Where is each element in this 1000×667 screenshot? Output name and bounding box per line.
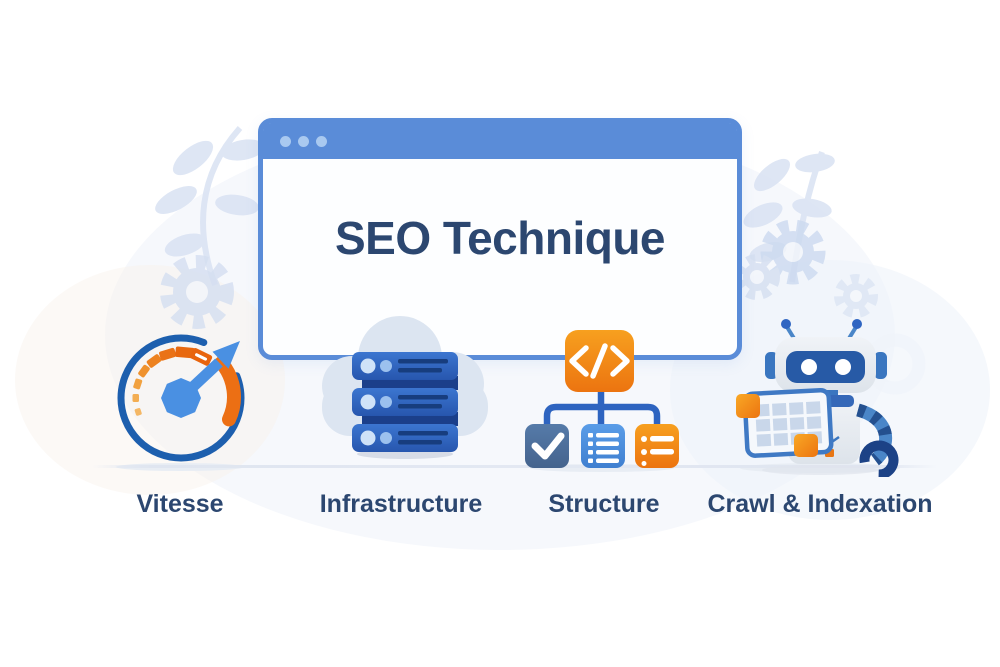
- server-stack-icon: [322, 316, 488, 459]
- gauge-needle: [161, 341, 240, 418]
- robot-claw: [859, 440, 899, 477]
- pillar-label-crawl-indexation: Crawl & Indexation: [707, 490, 933, 518]
- speedometer-icon: [117, 334, 245, 462]
- gear-decor-left: [160, 255, 234, 329]
- index-chip-icon: [736, 394, 760, 418]
- pillar-label-vitesse: Vitesse: [136, 490, 224, 518]
- window-dot: [316, 135, 327, 147]
- server-rows: [352, 352, 458, 452]
- leaf-decor-left: [155, 126, 265, 287]
- list-node-icon: [581, 424, 625, 468]
- robot-crawler-icon: [736, 319, 899, 477]
- gauge-zone-arc: [214, 355, 241, 427]
- gauge-ticks: [132, 346, 213, 416]
- check-node-icon: [525, 424, 569, 468]
- robot-antennas: [781, 319, 862, 342]
- sitemap-connectors: [543, 392, 661, 428]
- window-dot: [280, 135, 291, 147]
- window-body: SEO Technique: [263, 159, 737, 355]
- code-sitemap-icon: [525, 330, 679, 468]
- browser-window: SEO Technique: [258, 118, 742, 360]
- pillar-label-infrastructure: Infrastructure: [319, 490, 483, 518]
- window-dot: [298, 135, 309, 147]
- gauge-tick-marker: [189, 347, 213, 366]
- code-icon: [565, 330, 634, 392]
- index-chip-icon: [794, 434, 818, 457]
- robot-head: [775, 337, 876, 393]
- robot-arm: [855, 403, 899, 477]
- window-titlebar: [263, 123, 737, 159]
- bullet-list-node-icon: [635, 424, 679, 468]
- ground-line: [92, 465, 937, 468]
- page-title: SEO Technique: [334, 212, 666, 264]
- pillar-label-structure: Structure: [548, 490, 660, 518]
